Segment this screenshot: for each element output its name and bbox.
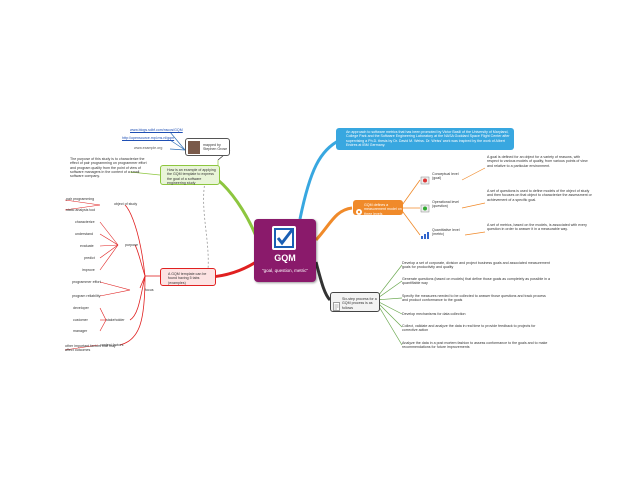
steps-node[interactable]: Six-step process for a GQM process is as… xyxy=(330,292,380,312)
step-4-text: Develop mechanisms for data collection xyxy=(402,312,466,316)
focus-item-2[interactable]: program reliability xyxy=(72,294,101,298)
step-4[interactable]: Develop mechanisms for data collection xyxy=(402,312,552,316)
orange-levels-node[interactable]: GQM defines a measurement model on three… xyxy=(353,200,403,216)
red-node-text: A GQM template can be found having 5 tab… xyxy=(168,272,207,285)
object-of-study-label[interactable]: object of study xyxy=(114,202,138,206)
context-factors-label[interactable]: context factors xyxy=(100,343,124,347)
step-1[interactable]: Develop a set of corporate, division and… xyxy=(402,261,552,270)
step-5-text: Collect, validate and analyze the data i… xyxy=(402,324,536,333)
focus-label[interactable]: focus xyxy=(145,288,154,292)
step-3[interactable]: Specify the measures needed to be collec… xyxy=(402,294,552,303)
green-node-text: How is an example of applying the GQM te… xyxy=(167,168,216,185)
blue-definition-node[interactable]: An approach to software metrics that has… xyxy=(336,128,514,150)
step-3-text: Specify the measures needed to be collec… xyxy=(402,294,546,303)
gear-icon xyxy=(355,203,363,221)
focus-item-1[interactable]: programmer effort xyxy=(72,280,101,284)
goal-icon xyxy=(420,172,430,190)
stakeholder-item-1[interactable]: developer xyxy=(73,306,89,310)
central-title: GQM xyxy=(274,253,296,263)
object-item-2[interactable]: static analysis tool xyxy=(66,208,96,212)
level-goal-desc: A goal is defined for an object for a va… xyxy=(487,155,588,168)
link-1[interactable]: www.blogs.sdbf.com/nscos/GQM xyxy=(130,128,183,132)
step-2-text: Generate questions (based on models) tha… xyxy=(402,277,551,286)
step-2[interactable]: Generate questions (based on models) tha… xyxy=(402,277,552,286)
central-subtitle: "goal, question, metric" xyxy=(262,268,308,273)
link-2[interactable]: http://opensource.mpl.ms.nl/gqm xyxy=(122,136,175,140)
link-3[interactable]: www.example.org xyxy=(134,146,163,150)
mapped-by-node[interactable]: mapped by Stephen Grose xyxy=(185,138,230,156)
checkmark-logo-icon xyxy=(272,226,296,250)
stakeholder-item-2[interactable]: customer xyxy=(73,318,88,322)
purpose-item-4[interactable]: predict xyxy=(84,256,95,260)
object-item-1[interactable]: pair programming xyxy=(66,197,95,201)
green-example-node[interactable]: How is an example of applying the GQM te… xyxy=(160,165,220,185)
red-template-node[interactable]: A GQM template can be found having 5 tab… xyxy=(160,268,216,286)
green-node-desc: The purpose of this study is to characte… xyxy=(70,157,147,179)
mapped-by-text: mapped by Stephen Grose xyxy=(203,143,228,152)
stakeholder-item-3[interactable]: manager xyxy=(73,329,88,333)
level-question-label: Operational level (question) xyxy=(432,200,459,209)
context-item-1[interactable]: other important factors that may affect … xyxy=(65,344,116,353)
step-6[interactable]: Analyze the data in a post mortem fashio… xyxy=(402,341,552,350)
stakeholder-label[interactable]: stakeholder xyxy=(106,318,125,322)
purpose-label[interactable]: purpose xyxy=(125,243,138,247)
central-node[interactable]: GQM "goal, question, metric" xyxy=(254,219,316,282)
question-icon xyxy=(420,200,430,218)
purpose-item-1[interactable]: characterize xyxy=(75,220,95,224)
step-6-text: Analyze the data in a post mortem fashio… xyxy=(402,341,548,350)
steps-node-text: Six-step process for a GQM process is as… xyxy=(342,297,377,310)
level-question-desc: A set of questions is used to define mod… xyxy=(487,189,592,202)
level-goal-label: Conceptual level (goal) xyxy=(432,172,459,181)
purpose-item-5[interactable]: improve xyxy=(82,268,95,272)
purpose-item-2[interactable]: understand xyxy=(75,232,93,236)
avatar xyxy=(188,141,200,154)
step-5[interactable]: Collect, validate and analyze the data i… xyxy=(402,324,552,333)
orange-node-text: GQM defines a measurement model on three… xyxy=(364,203,402,216)
document-icon xyxy=(333,298,340,316)
blue-node-text: An approach to software metrics that has… xyxy=(346,130,510,147)
step-1-text: Develop a set of corporate, division and… xyxy=(402,261,550,270)
level-metric-desc: A set of metrics, based on the models, i… xyxy=(487,223,587,232)
bar-chart-icon xyxy=(420,227,430,245)
level-metric-label: Quantitative level (metric) xyxy=(432,228,460,237)
purpose-item-3[interactable]: evaluate xyxy=(80,244,94,248)
